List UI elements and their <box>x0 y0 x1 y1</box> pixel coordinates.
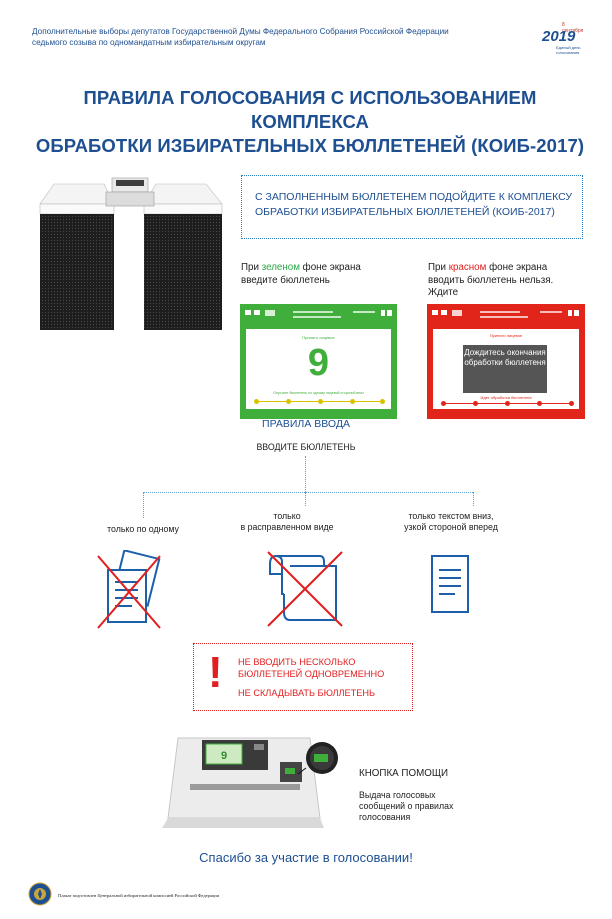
progress-dot <box>286 399 291 404</box>
help-button-description: Выдача голосовых сообщений о правилах го… <box>359 790 499 823</box>
red-caption-pre: При <box>428 262 449 273</box>
callout-line-2: ОБРАБОТКИ ИЗБИРАТЕЛЬНЫХ БЮЛЛЕТЕНЕЙ (КОИБ… <box>255 206 555 218</box>
progress-dot <box>569 401 574 406</box>
green-screen-hint: Опустите бюллетень по одному лицевой сто… <box>273 391 364 395</box>
status-bar-icons <box>245 310 392 318</box>
red-screen-status-bar <box>430 306 582 326</box>
cec-emblem-icon <box>28 882 52 906</box>
green-ballot-count: 9 <box>307 342 330 384</box>
help-desc-line-2: сообщений о правилах <box>359 801 454 811</box>
red-caption-color-word: красном <box>448 262 487 273</box>
wait-message-box: Дождитесь окончания обработки бюллетеня <box>463 345 547 393</box>
warning-line-2: БЮЛЛЕТЕНЕЙ ОДНОВРЕМЕННО <box>238 669 385 679</box>
rule-3-line-1: только текстом вниз, <box>408 511 494 521</box>
green-caption-color-word: зеленом <box>261 262 300 273</box>
header-line-1: Дополнительные выборы депутатов Государс… <box>32 27 449 36</box>
red-screen-body: Принято лицевое Дождитесь окончания обра… <box>433 329 579 409</box>
page-title: ПРАВИЛА ГОЛОСОВАНИЯ С ИСПОЛЬЗОВАНИЕМ КОМ… <box>30 86 590 158</box>
warning-text-no-fold: НЕ СКЛАДЫВАТЬ БЮЛЛЕТЕНЬ <box>238 688 376 698</box>
warning-text-multiple: НЕ ВВОДИТЬ НЕСКОЛЬКО БЮЛЛЕТЕНЕЙ ОДНОВРЕМ… <box>238 656 408 680</box>
red-caption-post: фоне экрана <box>486 262 548 273</box>
rule-label-face-down: только текстом вниз, узкой стороной впер… <box>386 511 516 533</box>
connector-line <box>143 492 144 518</box>
progress-dot <box>350 399 355 404</box>
connector-line <box>305 492 306 506</box>
folded-ballot-crossed-icon <box>267 551 343 627</box>
connector-line <box>473 492 474 506</box>
thank-you-message: Спасибо за участие в голосовании! <box>199 850 413 865</box>
red-accepted-label: Принято лицевое <box>489 333 523 338</box>
ballot-document-icon <box>431 555 469 613</box>
connector-line <box>143 492 473 493</box>
instruction-callout-frame <box>241 175 583 239</box>
red-caption-line-3: Ждите <box>428 287 459 298</box>
scanner-screen-count: 9 <box>221 750 227 762</box>
green-caption-line-2: введите бюллетень <box>241 274 330 286</box>
progress-dot <box>537 401 542 406</box>
rules-title: ПРАВИЛА ВВОДА <box>262 418 350 430</box>
exclamation-icon: ! <box>208 648 223 697</box>
rule-2-line-2: в расправленном виде <box>240 522 334 532</box>
callout-line-1: С ЗАПОЛНЕННЫМ БЮЛЛЕТЕНЕМ ПОДОЙДИТЕ К КОМ… <box>255 191 572 203</box>
rule-label-one-at-a-time: только по одному <box>107 524 179 534</box>
green-caption-pre: При <box>241 262 262 273</box>
koib-scanner-image: 9 <box>162 737 338 828</box>
election-header: Дополнительные выборы депутатов Государс… <box>32 26 492 48</box>
green-screen-status-bar <box>243 306 394 326</box>
progress-dot <box>254 399 259 404</box>
green-screen-example: Принято лицевое 9 Опустите бюллетень по … <box>240 304 397 419</box>
rule-label-unfolded: только в расправленном виде <box>232 511 342 533</box>
help-button-title: КНОПКА ПОМОЩИ <box>359 768 449 779</box>
election-logo: 8 сентября 2019 Единый день голосования <box>536 22 586 56</box>
title-line-2: ОБРАБОТКИ ИЗБИРАТЕЛЬНЫХ БЮЛЛЕТЕНЕЙ (КОИБ… <box>35 135 585 156</box>
red-screen-example: Принято лицевое Дождитесь окончания обра… <box>427 304 585 419</box>
warning-box <box>193 643 413 711</box>
logo-slogan: Единый день голосования <box>556 45 581 55</box>
connector-line <box>305 456 306 492</box>
progress-dot <box>473 401 478 406</box>
green-screen-body: Принято лицевое 9 Опустите бюллетень по … <box>246 329 391 409</box>
koib-device-image <box>39 177 223 330</box>
title-line-1: ПРАВИЛА ГОЛОСОВАНИЯ С ИСПОЛЬЗОВАНИЕМ КОМ… <box>83 87 537 132</box>
green-progress-line <box>254 399 385 404</box>
footer-credit: Плакат подготовлен Центральной избирател… <box>58 893 220 898</box>
progress-dot <box>318 399 323 404</box>
red-screen-caption: При красном фоне экрана вводить бюллетен… <box>428 262 598 300</box>
multiple-ballots-crossed-icon <box>97 550 161 629</box>
green-screen-caption: При зеленом фоне экрана введите бюллетен… <box>241 262 406 287</box>
progress-dot <box>441 401 446 406</box>
status-bar-icons <box>432 310 579 318</box>
logo-date: 8 сентября <box>562 22 584 34</box>
help-desc-line-3: голосования <box>359 812 411 822</box>
progress-dot <box>505 401 510 406</box>
red-screen-hint: Идет обработка бюллетеня <box>480 395 532 400</box>
rules-subtitle: ВВОДИТЕ БЮЛЛЕТЕНЬ <box>256 442 356 452</box>
red-progress-line <box>441 401 574 406</box>
rule-2-line-1: только <box>273 511 301 521</box>
logo-year: 2019 <box>542 28 576 45</box>
green-caption-post: фоне экрана <box>299 262 361 273</box>
red-caption-line-2: вводить бюллетень нельзя. <box>428 274 554 286</box>
progress-dot <box>380 399 385 404</box>
help-desc-line-1: Выдача голосовых <box>359 790 436 800</box>
rule-3-line-2: узкой стороной вперед <box>404 522 498 532</box>
warning-line-1: НЕ ВВОДИТЬ НЕСКОЛЬКО <box>238 657 356 667</box>
green-accepted-label: Принято лицевое <box>302 335 335 340</box>
header-line-2: седьмого созыва по одномандатным избират… <box>32 38 266 47</box>
instruction-callout-text: С ЗАПОЛНЕННЫМ БЮЛЛЕТЕНЕМ ПОДОЙДИТЕ К КОМ… <box>255 190 575 220</box>
